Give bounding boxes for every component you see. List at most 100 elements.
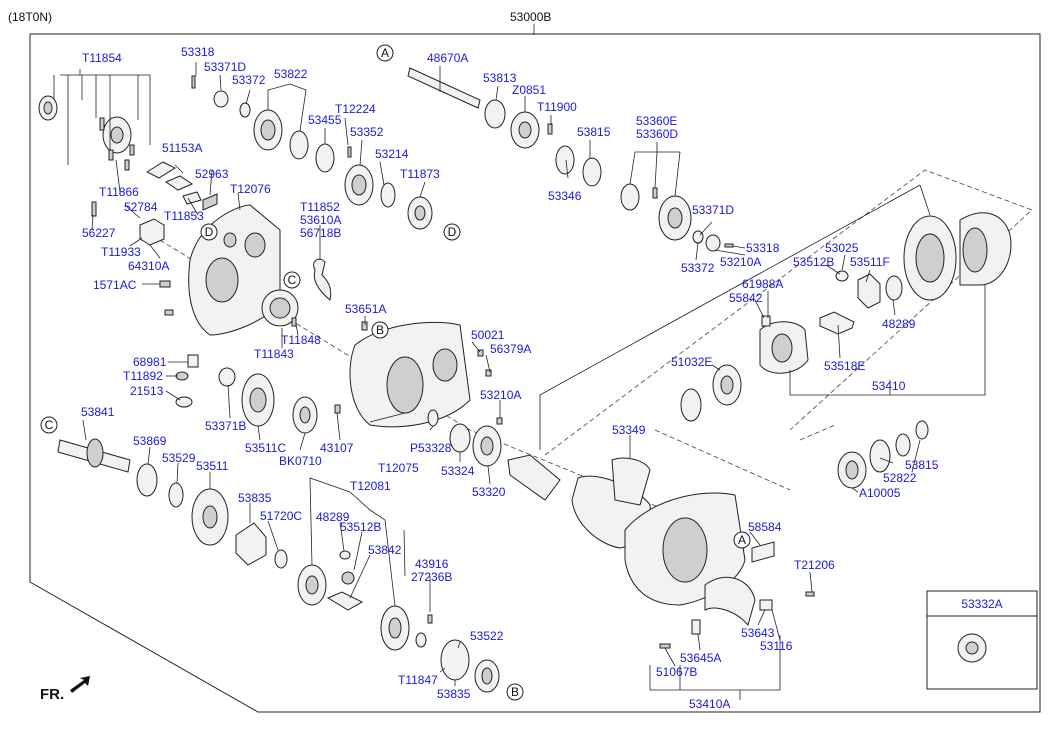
part-label[interactable]: 53349: [612, 423, 646, 437]
callout-a-top[interactable]: A: [376, 44, 394, 62]
callout-b-mid[interactable]: B: [371, 321, 389, 339]
part-label[interactable]: 53529: [162, 451, 196, 465]
part-label[interactable]: 52963: [195, 167, 229, 181]
part-label[interactable]: 53643: [741, 626, 775, 640]
part-label[interactable]: 53815: [577, 125, 611, 139]
part-label[interactable]: T12081: [350, 479, 391, 493]
part-label[interactable]: 53455: [308, 113, 342, 127]
part-label[interactable]: 55842: [729, 291, 763, 305]
part-label[interactable]: 53518E: [824, 359, 865, 373]
part-label[interactable]: T12224: [335, 102, 376, 116]
part-label[interactable]: T11873: [400, 167, 440, 181]
callout-c-left[interactable]: C: [40, 416, 58, 434]
part-label[interactable]: 53346: [548, 189, 582, 203]
part-label[interactable]: 53835: [238, 491, 272, 505]
part-label[interactable]: 53320: [472, 485, 506, 499]
callout-d-left[interactable]: D: [200, 223, 218, 241]
part-label[interactable]: 53324: [441, 464, 475, 478]
part-label[interactable]: 53214: [375, 147, 409, 161]
part-label[interactable]: 48289: [316, 510, 350, 524]
part-label[interactable]: 53869: [133, 434, 167, 448]
part-label[interactable]: 61988A: [742, 277, 783, 291]
bevel-pinion-part[interactable]: [235, 522, 267, 566]
part-label[interactable]: T11892: [123, 369, 163, 383]
part-label[interactable]: Z0851: [512, 83, 546, 97]
part-label[interactable]: 53522: [470, 629, 504, 643]
part-label[interactable]: 53512B: [793, 255, 834, 269]
part-label[interactable]: 50021: [471, 328, 505, 342]
pinion-gear-part[interactable]: [440, 639, 470, 681]
callout-d-top[interactable]: D: [443, 223, 461, 241]
part-label[interactable]: 53116: [760, 639, 793, 653]
part-label[interactable]: 53651A: [345, 302, 386, 316]
part-label[interactable]: 56227: [82, 226, 116, 240]
part-label[interactable]: 53372: [232, 73, 266, 87]
part-label[interactable]: 53318: [181, 45, 215, 59]
part-label[interactable]: 53410: [872, 379, 906, 393]
part-label[interactable]: 64310A: [128, 259, 169, 273]
spring-part[interactable]: [202, 193, 218, 211]
part-label[interactable]: 58584: [748, 520, 782, 534]
part-label[interactable]: 52822: [883, 471, 917, 485]
part-label[interactable]: T11848: [281, 333, 321, 347]
part-label[interactable]: 21513: [130, 384, 164, 398]
part-label[interactable]: T11843: [254, 347, 294, 361]
part-label[interactable]: 53360E: [636, 114, 677, 128]
bearing-cap-part[interactable]: [704, 576, 756, 627]
bushing-part[interactable]: [449, 423, 471, 453]
part-label[interactable]: 53410A: [689, 697, 730, 711]
part-label[interactable]: 51067B: [656, 665, 697, 679]
part-label[interactable]: T21206: [794, 558, 835, 572]
cross-shaft-part[interactable]: [819, 311, 855, 335]
part-label[interactable]: 53610A: [300, 213, 341, 227]
part-label[interactable]: 53835: [437, 687, 471, 701]
part-label[interactable]: 56379A: [490, 342, 531, 356]
part-label[interactable]: 43107: [320, 441, 354, 455]
part-label[interactable]: 53371D: [692, 203, 734, 217]
inset-title[interactable]: 53332A: [961, 597, 1002, 611]
inset-box[interactable]: 53332A: [926, 590, 1038, 690]
part-label[interactable]: 53841: [81, 405, 115, 419]
part-label[interactable]: 53025: [825, 241, 859, 255]
part-label[interactable]: 51032E: [671, 355, 712, 369]
part-label[interactable]: T11866: [99, 185, 139, 199]
part-label[interactable]: 53210A: [480, 388, 521, 402]
part-label[interactable]: 53360D: [636, 127, 678, 141]
part-label[interactable]: 53371D: [204, 60, 246, 74]
part-label[interactable]: 53352: [350, 125, 384, 139]
part-label[interactable]: 68981: [133, 355, 167, 369]
part-label[interactable]: T12076: [230, 182, 271, 196]
part-label[interactable]: 53511C: [245, 441, 286, 455]
part-label[interactable]: 53371B: [205, 419, 246, 433]
shift-fork-part[interactable]: [313, 258, 332, 301]
part-label[interactable]: 48670A: [427, 51, 468, 65]
part-label[interactable]: 1571AC: [93, 278, 137, 292]
part-label[interactable]: T11933: [101, 245, 141, 259]
part-label[interactable]: 51720C: [260, 509, 302, 523]
part-label[interactable]: 53645A: [680, 651, 721, 665]
part-label[interactable]: T11900: [537, 100, 577, 114]
part-label[interactable]: 53842: [368, 543, 402, 557]
side-gear-part[interactable]: [857, 273, 881, 309]
part-label[interactable]: 56718B: [300, 226, 341, 240]
part-label[interactable]: 53822: [274, 67, 308, 81]
part-label[interactable]: BK0710: [279, 454, 322, 468]
part-label[interactable]: 51153A: [162, 141, 202, 155]
part-label[interactable]: T11853: [164, 209, 204, 223]
part-label[interactable]: 48289: [882, 317, 916, 331]
part-label[interactable]: T11852: [300, 200, 340, 214]
part-label[interactable]: T11854: [82, 51, 122, 65]
part-label[interactable]: 53815: [905, 458, 939, 472]
part-label[interactable]: 43916: [415, 557, 449, 571]
drive-pinion-part[interactable]: [507, 454, 561, 501]
part-label[interactable]: 53318: [746, 241, 780, 255]
part-label[interactable]: A10005: [859, 486, 901, 500]
callout-b-bottom[interactable]: B: [506, 683, 524, 701]
sensor-part[interactable]: [139, 218, 165, 246]
callout-a-right[interactable]: A: [733, 531, 751, 549]
part-label[interactable]: 53372: [681, 261, 715, 275]
callout-c-mid[interactable]: C: [283, 271, 301, 289]
part-label[interactable]: P53328: [410, 441, 452, 455]
part-label[interactable]: 52784: [124, 200, 158, 214]
part-label[interactable]: 53813: [483, 71, 517, 85]
